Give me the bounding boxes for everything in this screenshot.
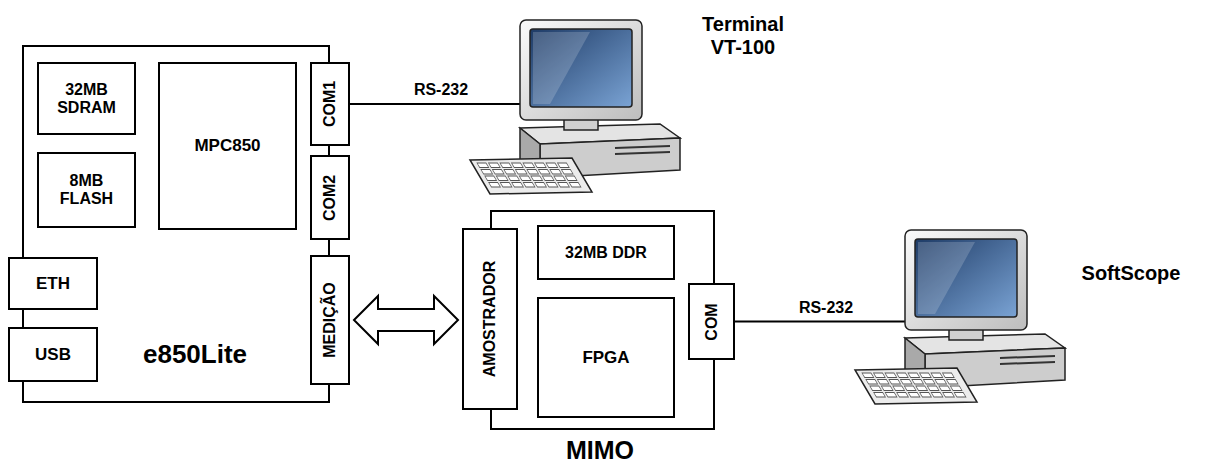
box-label: 8MB FLASH xyxy=(52,172,122,209)
block-title: SoftScope xyxy=(1082,262,1181,285)
box-label: MEDIÇÃO xyxy=(321,282,339,358)
box-label: 32MB SDRAM xyxy=(52,80,122,117)
port-box: AMOSTRADOR xyxy=(462,228,518,410)
block-title: e850Lite xyxy=(143,340,247,370)
port-box: COM1 xyxy=(310,62,350,146)
port-box: USB xyxy=(8,327,98,382)
box-label: COM1 xyxy=(321,81,339,127)
box-label: ETH xyxy=(36,274,70,294)
computer-illustration xyxy=(520,20,680,195)
computer-terminal: SoftScope xyxy=(905,230,1065,405)
port-box: MEDIÇÃO xyxy=(310,255,350,385)
port-box: COM xyxy=(688,283,735,360)
block-title: Terminal VT-100 xyxy=(688,13,798,59)
board-outline: 32MB SDRAM8MB FLASHMPC850COM1COM2ETHUSBM… xyxy=(22,45,330,403)
cable-label: RS-232 xyxy=(411,81,471,99)
board-outline: AMOSTRADOR32MB DDRFPGACOMMIMO xyxy=(490,210,715,430)
serial-cable xyxy=(350,103,520,105)
box-label: COM2 xyxy=(321,174,339,220)
box-label: COM xyxy=(702,303,720,340)
box-label: MPC850 xyxy=(194,136,260,156)
memory-box: 8MB FLASH xyxy=(37,152,136,228)
computer-terminal: Terminal VT-100 xyxy=(520,20,680,195)
port-box: ETH xyxy=(8,257,98,310)
cable-label: RS-232 xyxy=(796,299,856,317)
computer-illustration xyxy=(905,230,1065,405)
box-label: 32MB DDR xyxy=(565,243,647,261)
fpga-box: FPGA xyxy=(537,297,675,418)
processor-box: MPC850 xyxy=(158,62,297,230)
port-box: COM2 xyxy=(310,155,350,240)
memory-box: 32MB SDRAM xyxy=(37,62,136,135)
box-label: USB xyxy=(35,345,71,365)
bus-arrow xyxy=(354,296,458,344)
box-label: FPGA xyxy=(582,348,629,368)
block-title: MIMO xyxy=(566,436,634,465)
box-label: AMOSTRADOR xyxy=(481,261,499,377)
serial-cable xyxy=(735,321,905,323)
memory-box: 32MB DDR xyxy=(537,225,675,280)
